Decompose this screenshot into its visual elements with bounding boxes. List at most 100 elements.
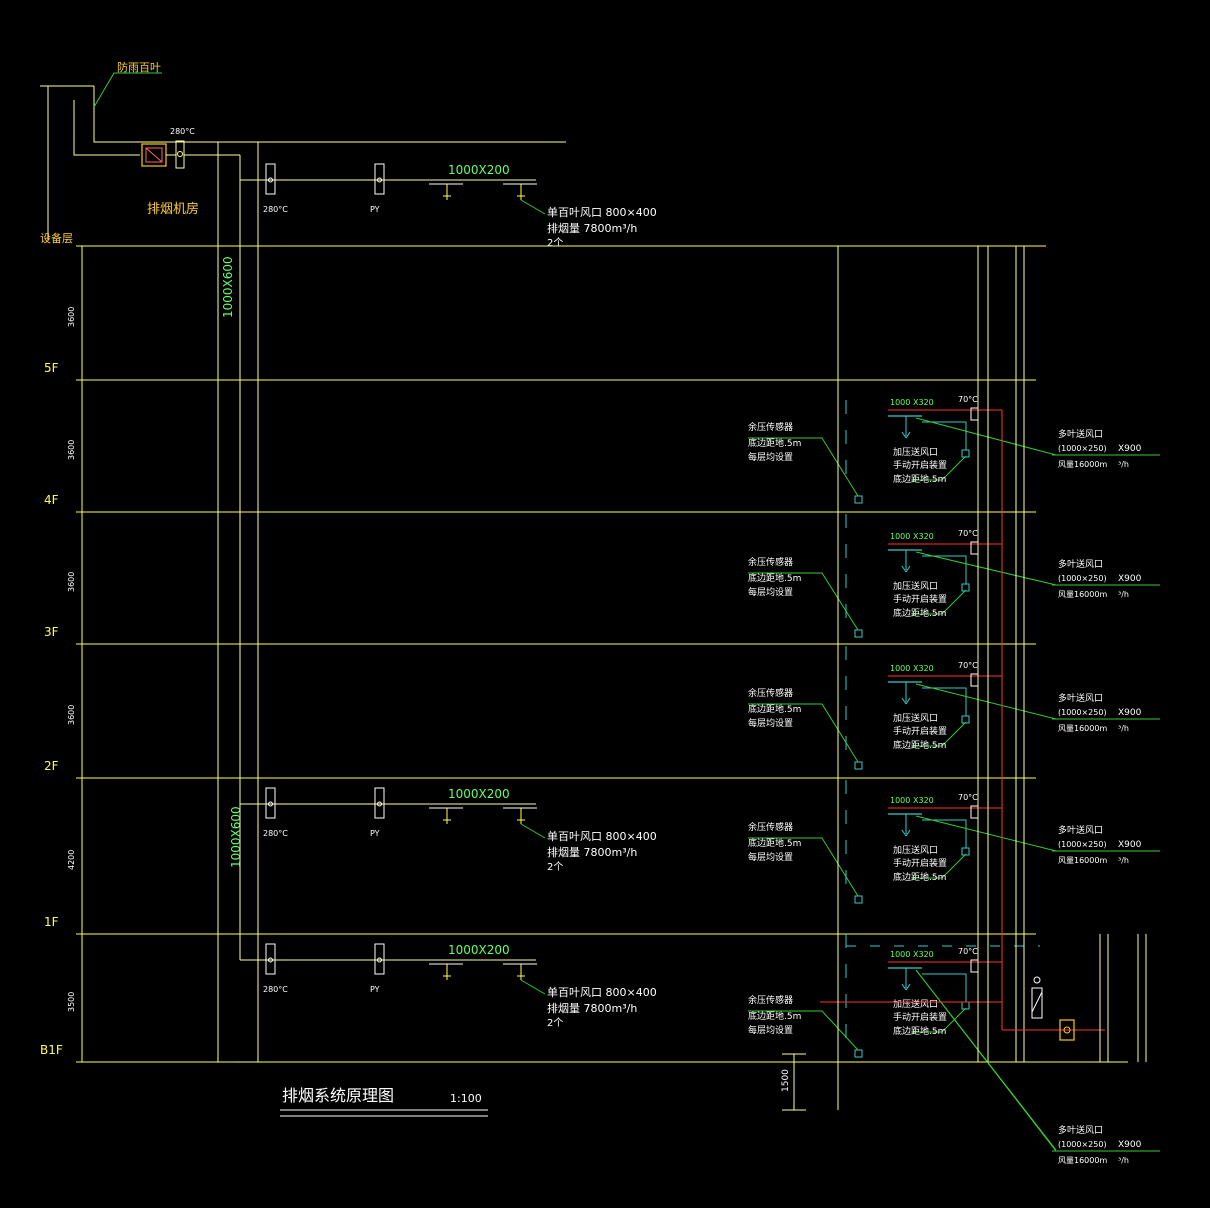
supply-outlet-label: 多叶送风口 — [1058, 428, 1103, 440]
floor-label-5F: 5F — [44, 361, 59, 375]
sensor-label3: 每层均设置 — [748, 1024, 793, 1036]
sensor-label2: 底边距地.5m — [748, 703, 801, 715]
press-outlet-leader — [912, 589, 967, 615]
supply-outlet-leader — [915, 417, 1057, 456]
branch-duct-size: 1000X200 — [448, 787, 510, 801]
py-valve-label: PY — [370, 985, 380, 994]
py-valve-dot — [377, 801, 382, 807]
branch-duct-size: 1000X200 — [448, 163, 510, 177]
press-outlet-label1: 加压送风口 — [893, 844, 938, 856]
supply-outlet-volume: 风量16000m — [1058, 590, 1107, 599]
supply-outlet-size: (1000×250) — [1058, 574, 1107, 583]
supply-outlet-leader — [915, 683, 1057, 720]
floor-label-B1F: B1F — [40, 1043, 63, 1057]
press-outlet-arrow-l — [901, 697, 907, 705]
press-duct-size-a: 1000 — [890, 532, 910, 541]
supply-outlet-unit: ³/h — [1118, 1156, 1129, 1165]
pressure-sensor-icon — [854, 629, 863, 638]
supply-outlet-size-b: X900 — [1118, 444, 1142, 454]
outlet-leader — [520, 199, 546, 215]
drawing-scale: 1:100 — [450, 1092, 482, 1105]
drawing-title-block: 排烟系统原理图 1:100 — [280, 1086, 488, 1117]
branch-fire-damper-icon — [265, 163, 276, 195]
floor-height-4F: 3600 — [67, 440, 76, 460]
press-cyan-branch — [922, 819, 967, 848]
press-outlet-arrow-l — [901, 565, 907, 573]
riser-size-upper: 1000X600 — [221, 256, 235, 318]
press-outlet-label1: 加压送风口 — [893, 446, 938, 458]
supply-outlet-size: (1000×250) — [1058, 708, 1107, 717]
supply-outlet-size-b: X900 — [1118, 574, 1142, 584]
press-damper-temp: 70°C — [958, 529, 978, 538]
sensor-label1: 余压传感器 — [748, 687, 793, 699]
sensor-label3: 每层均设置 — [748, 586, 793, 598]
press-outlet-label2: 手动开启装置 — [893, 857, 947, 869]
press-outlet-arrow-l — [901, 431, 907, 439]
floor-height-5F: 3600 — [67, 307, 76, 327]
py-valve-icon — [374, 943, 385, 975]
py-valve-dot — [377, 957, 382, 963]
outlet-volume: 排烟量 7800m³/h — [547, 845, 637, 859]
sensor-label3: 每层均设置 — [748, 851, 793, 863]
sensor-label1: 余压传感器 — [748, 994, 793, 1006]
sensor-label1: 余压传感器 — [748, 821, 793, 833]
press-outlet-label1: 加压送风口 — [893, 712, 938, 724]
press-outlet-leader — [912, 853, 967, 879]
pressure-sensor-icon — [854, 761, 863, 770]
supply-outlet-volume: 风量16000m — [1058, 1156, 1107, 1165]
press-outlet-label3: 底边距地.5m — [893, 473, 946, 485]
press-damper-temp: 70°C — [958, 661, 978, 670]
press-damper-temp: 70°C — [958, 793, 978, 802]
sensor-label1: 余压传感器 — [748, 421, 793, 433]
outlet-volume: 排烟量 7800m³/h — [547, 221, 637, 235]
roof-damper-temp: 280°C — [170, 127, 195, 136]
press-outlet-label2: 手动开启装置 — [893, 459, 947, 471]
press-cyan-branch — [922, 973, 967, 1002]
floor-label-3F: 3F — [44, 625, 59, 639]
press-outlet-leader — [912, 1007, 967, 1033]
press-outlet-leader — [912, 455, 967, 481]
supply-outlet-unit: ³/h — [1118, 856, 1129, 865]
dimension-1500: 1500 — [781, 1053, 806, 1111]
supply-outlet-label: 多叶送风口 — [1058, 558, 1103, 570]
press-damper-temp: 70°C — [958, 947, 978, 956]
branch-damper-temp: 280°C — [263, 985, 288, 994]
floor-height-2F: 3600 — [67, 705, 76, 725]
press-cyan-branch — [922, 555, 967, 584]
louver-label: 防雨百叶 — [117, 60, 161, 74]
exhaust-riser: 1000X600 1000X600 — [217, 142, 259, 1062]
supply-outlet-volume: 风量16000m — [1058, 724, 1107, 733]
py-valve-icon — [374, 163, 385, 195]
press-outlet-arrow-r — [905, 829, 911, 837]
press-duct-size-b: X320 — [913, 950, 934, 959]
press-duct-size-a: 1000 — [890, 796, 910, 805]
sensor-label2: 底边距地.5m — [748, 572, 801, 584]
floor-label-2F: 2F — [44, 759, 59, 773]
pressure-sensor-icon — [854, 895, 863, 904]
supply-outlet-label: 多叶送风口 — [1058, 692, 1103, 704]
press-outlet-label3: 底边距地.5m — [893, 607, 946, 619]
py-valve-label: PY — [370, 829, 380, 838]
press-outlet-arrow-r — [905, 697, 911, 705]
press-duct-size-b: X320 — [913, 664, 934, 673]
supply-outlet-volume: 风量16000m — [1058, 460, 1107, 469]
outlet-volume: 排烟量 7800m³/h — [547, 1001, 637, 1015]
press-duct-size-b: X320 — [913, 398, 934, 407]
outlet-count: 2个 — [547, 237, 563, 249]
floor-height-3F: 3600 — [67, 572, 76, 592]
supply-outlet-label: 多叶送风口 — [1058, 1124, 1103, 1136]
branch-damper-dot — [268, 801, 273, 807]
press-duct-size-a: 1000 — [890, 398, 910, 407]
press-duct-size-b: X320 — [913, 532, 934, 541]
supply-outlet-volume: 风量16000m — [1058, 856, 1107, 865]
supply-outlet-leader — [915, 815, 1057, 852]
press-outlet-arrow-r — [905, 565, 911, 573]
press-outlet-label1: 加压送风口 — [893, 580, 938, 592]
